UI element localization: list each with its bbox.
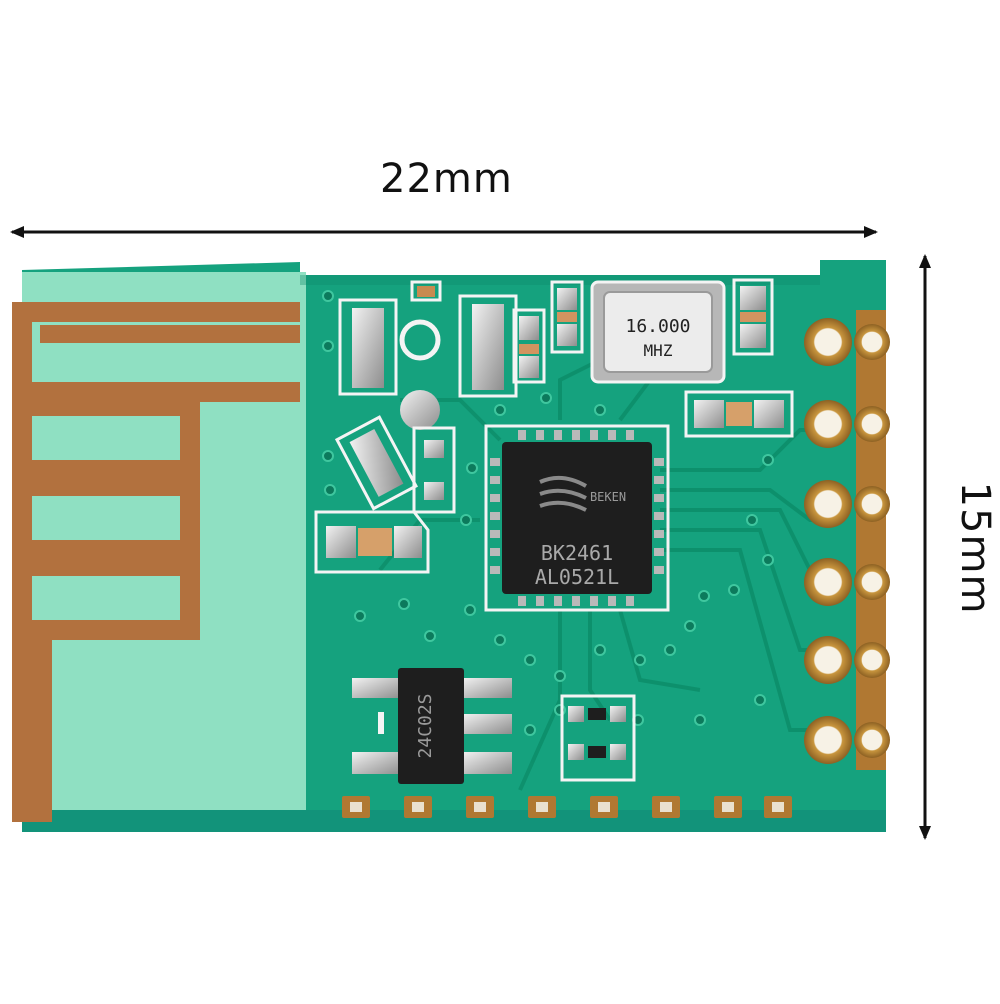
capacitor-c6 (334, 415, 418, 511)
chip-brand: BEKEN (590, 490, 626, 504)
main-chip: BEKEN BK2461 AL0521L (484, 424, 670, 612)
capacitor-c1 (338, 298, 398, 396)
crystal-oscillator: 16.000 MHZ (590, 280, 726, 384)
side-pin (804, 558, 852, 606)
chip-pins (490, 430, 664, 606)
side-pin (804, 716, 852, 764)
height-dimension-label: 15mm (952, 481, 998, 615)
side-pin (804, 480, 852, 528)
resistor-pair (560, 694, 636, 782)
test-pad (410, 280, 442, 302)
capacitor-c4 (550, 280, 584, 354)
capacitor-c2 (458, 294, 518, 398)
mounting-hole-mark (399, 319, 441, 361)
vias (322, 290, 774, 736)
width-dimension-label: 22mm (380, 156, 513, 202)
crystal-frequency: 16.000 (625, 316, 690, 337)
regulator-ic: 24C02S (352, 668, 512, 784)
capacitor-c3 (512, 308, 546, 384)
beken-logo (539, 475, 588, 512)
side-pin (804, 636, 852, 684)
side-pin-header (804, 310, 890, 770)
capacitor-c5 (732, 278, 774, 356)
chip-lot-number: AL0521L (535, 565, 619, 589)
side-pin (804, 318, 852, 366)
regulator-marking: 24C02S (415, 693, 436, 758)
diode-d1 (412, 426, 456, 514)
pcb-antenna-trace (12, 302, 300, 822)
chip-part-number: BK2461 (541, 541, 613, 565)
round-pad (400, 390, 440, 430)
side-pin (804, 400, 852, 448)
capacitor-c7 (314, 510, 430, 574)
resistor-r1 (684, 390, 794, 438)
crystal-unit: MHZ (644, 341, 673, 360)
